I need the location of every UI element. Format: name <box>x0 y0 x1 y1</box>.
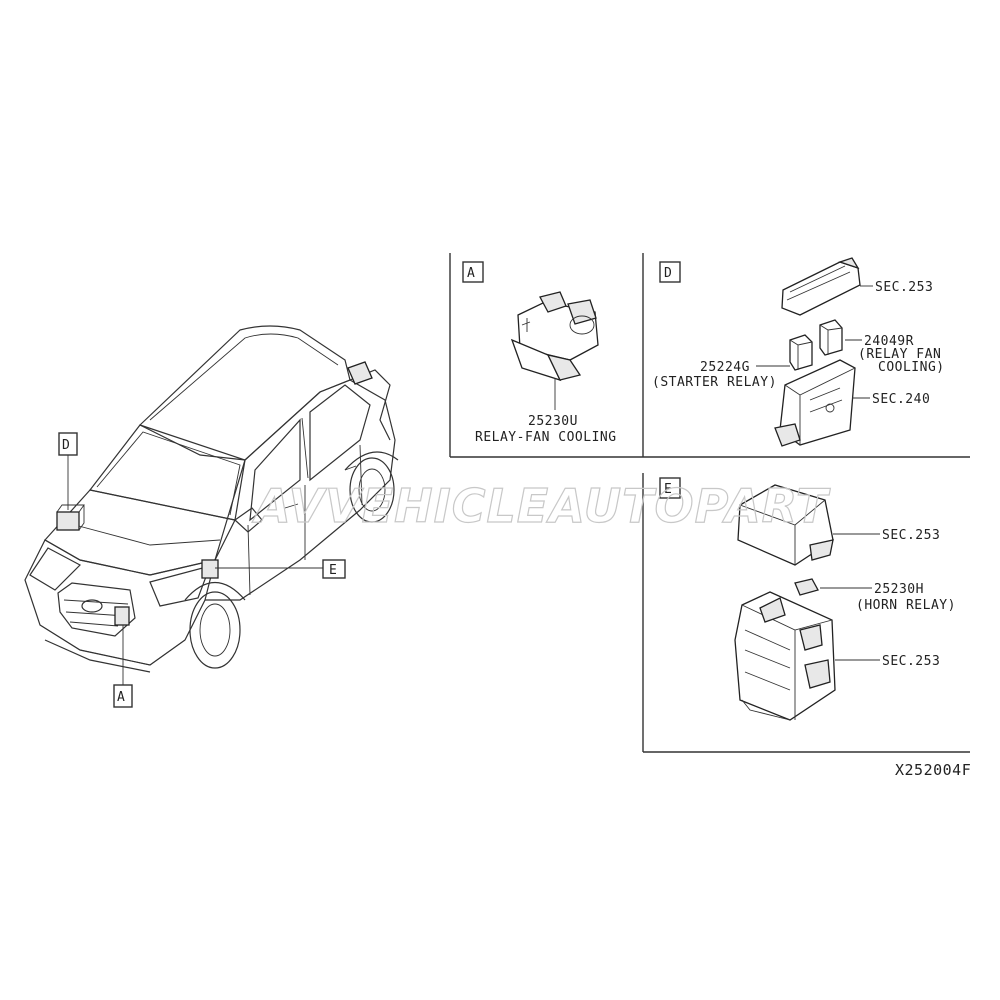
relay-24049r-part <box>819 319 843 356</box>
panel-a-part-number: 25230U <box>528 414 578 429</box>
panel-d-relay-fan-desc-2: COOLING) <box>878 360 945 375</box>
panel-e-horn-desc: (HORN RELAY) <box>856 598 956 613</box>
panel-d-tag: D <box>664 266 672 281</box>
panel-d-relay-fan-number: 24049R <box>864 334 914 349</box>
panel-frames <box>449 253 970 753</box>
panel-a-tag: A <box>467 266 475 281</box>
callout-box-d <box>58 432 78 456</box>
relay-fan-cooling-part <box>510 291 599 382</box>
panel-e-sec-bottom: SEC.253 <box>882 654 940 669</box>
panel-a: A 25230U RELAY-FAN COOLING <box>462 261 617 445</box>
panel-e-horn-number: 25230H <box>874 582 924 597</box>
fuse-block-part <box>774 359 856 447</box>
callout-d: D <box>62 438 70 453</box>
fuse-box-cover-part <box>781 257 861 316</box>
panel-a-tag-box <box>462 261 484 283</box>
panel-a-part-name: RELAY-FAN COOLING <box>475 430 617 445</box>
panel-d-sec-top: SEC.253 <box>875 280 933 295</box>
horn-relay-part <box>794 578 819 596</box>
panel-e-tag-box <box>659 477 681 499</box>
car-callouts: D E A <box>58 432 346 708</box>
callout-box-e <box>322 559 346 579</box>
callout-box-a <box>113 684 133 708</box>
ipdm-base-part <box>734 591 836 721</box>
panel-d-starter-desc: (STARTER RELAY) <box>652 375 777 390</box>
starter-relay-part <box>789 334 813 371</box>
diagram-code: X252004F <box>895 761 971 779</box>
callout-e: E <box>329 563 337 578</box>
callout-a: A <box>117 690 125 705</box>
panel-e: E SEC.253 25230H (HORN RELAY) SEC.253 <box>659 477 956 721</box>
watermark: AVVEHICLEAUTOPART <box>252 479 831 533</box>
panel-e-tag: E <box>664 482 672 497</box>
panel-d-sec-bottom: SEC.240 <box>872 392 930 407</box>
panel-d: D SEC.253 24049R (RELAY FAN COOLING) 252… <box>652 257 945 447</box>
ipdm-cover-part <box>737 484 834 566</box>
panel-e-sec-top: SEC.253 <box>882 528 940 543</box>
panel-d-starter-number: 25224G <box>700 360 750 375</box>
panel-d-tag-box <box>659 261 681 283</box>
car-illustration <box>24 325 399 673</box>
panel-d-relay-fan-desc-1: (RELAY FAN <box>858 347 941 362</box>
